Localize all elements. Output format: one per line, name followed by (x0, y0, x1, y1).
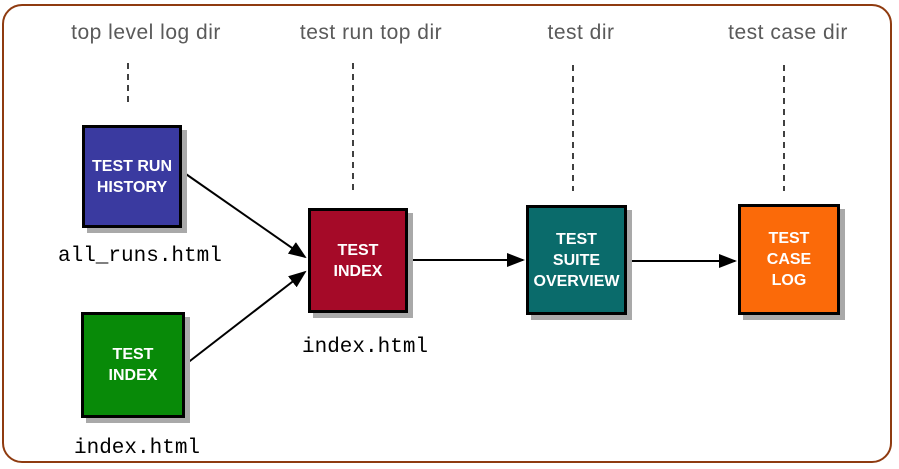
node-test-run-history: TEST RUN HISTORY (82, 125, 182, 228)
node-test-suite-overview: TEST SUITE OVERVIEW (526, 205, 627, 315)
column-header-test-dir: test dir (547, 21, 615, 44)
file-label-run-index-html: index.html (302, 336, 429, 359)
file-label-top-index-html: index.html (74, 437, 201, 460)
file-label-all-runs-html: all_runs.html (58, 245, 222, 268)
arrow-history-to-test-index (182, 171, 307, 259)
diagram-border (2, 4, 892, 463)
node-label-test-index-top-level: TEST INDEX (108, 346, 158, 384)
node-label-test-run-history: TEST RUN HISTORY (92, 157, 172, 196)
arrow-top-index-to-test-index (185, 270, 307, 365)
node-test-index-top-level: TEST INDEX (81, 312, 185, 418)
node-test-case-log: TEST CASE LOG (738, 204, 840, 315)
column-header-test-run-top-dir: test run top dir (299, 21, 443, 44)
node-label-test-index-run: TEST INDEX (333, 241, 383, 280)
node-label-test-suite-overview: TEST SUITE OVERVIEW (533, 230, 620, 290)
column-header-test-case-dir: test case dir (728, 21, 848, 44)
node-label-test-case-log: TEST CASE LOG (766, 230, 812, 289)
node-test-index-run: TEST INDEX (308, 208, 408, 313)
column-header-top-level-log-dir: top level log dir (71, 21, 221, 44)
